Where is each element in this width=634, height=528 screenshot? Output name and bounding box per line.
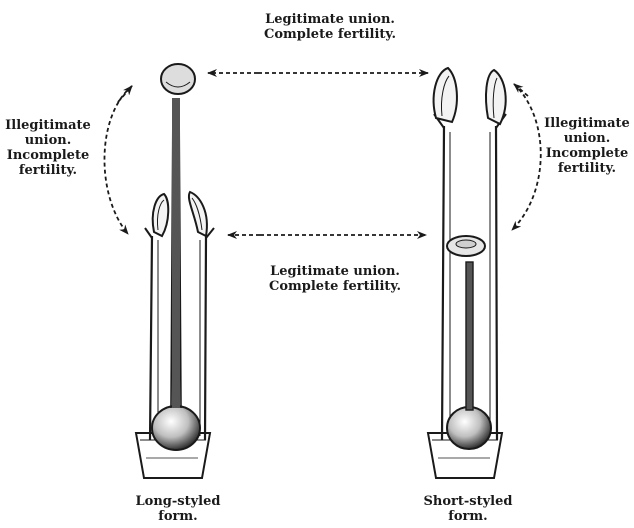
short-form-caption: Short-styled form. <box>406 494 530 524</box>
right-illegitimate-label: Illegitimate union. Incomplete fertility… <box>540 116 634 176</box>
middle-union-label: Legitimate union. Complete fertility. <box>255 264 415 294</box>
long-form-line2: form. <box>118 509 238 524</box>
arrow-right-illegitimate <box>512 84 541 230</box>
middle-union-line2: Complete fertility. <box>255 279 415 294</box>
ovary <box>447 407 491 449</box>
short-form-line2: form. <box>406 509 530 524</box>
anther-left-low <box>153 194 169 236</box>
right-illegitimate-line4: fertility. <box>540 161 634 176</box>
short-style <box>466 262 473 410</box>
union-arrows <box>104 73 540 235</box>
left-illegitimate-line3: Incomplete <box>0 148 96 163</box>
long-form-line1: Long-styled <box>118 494 238 509</box>
left-illegitimate-line2: union. <box>0 133 96 148</box>
top-union-line2: Complete fertility. <box>250 27 410 42</box>
left-illegitimate-line1: Illegitimate <box>0 118 96 133</box>
anther-left-high <box>434 68 457 122</box>
anther-right-high <box>486 70 506 124</box>
right-illegitimate-line3: Incomplete <box>540 146 634 161</box>
top-union-line1: Legitimate union. <box>250 12 410 27</box>
long-form-caption: Long-styled form. <box>118 494 238 524</box>
right-illegitimate-line1: Illegitimate <box>540 116 634 131</box>
anther-right-low <box>189 192 207 236</box>
middle-union-line1: Legitimate union. <box>255 264 415 279</box>
left-illegitimate-line4: fertility. <box>0 163 96 178</box>
stigma-high <box>161 64 195 94</box>
arrow-left-illegitimate <box>104 86 132 234</box>
short-styled-flower <box>428 68 506 478</box>
long-styled-flower <box>136 64 214 478</box>
ovary <box>152 406 200 450</box>
short-form-line1: Short-styled <box>406 494 530 509</box>
left-illegitimate-label: Illegitimate union. Incomplete fertility… <box>0 118 96 178</box>
right-illegitimate-line2: union. <box>540 131 634 146</box>
top-union-label: Legitimate union. Complete fertility. <box>250 12 410 42</box>
